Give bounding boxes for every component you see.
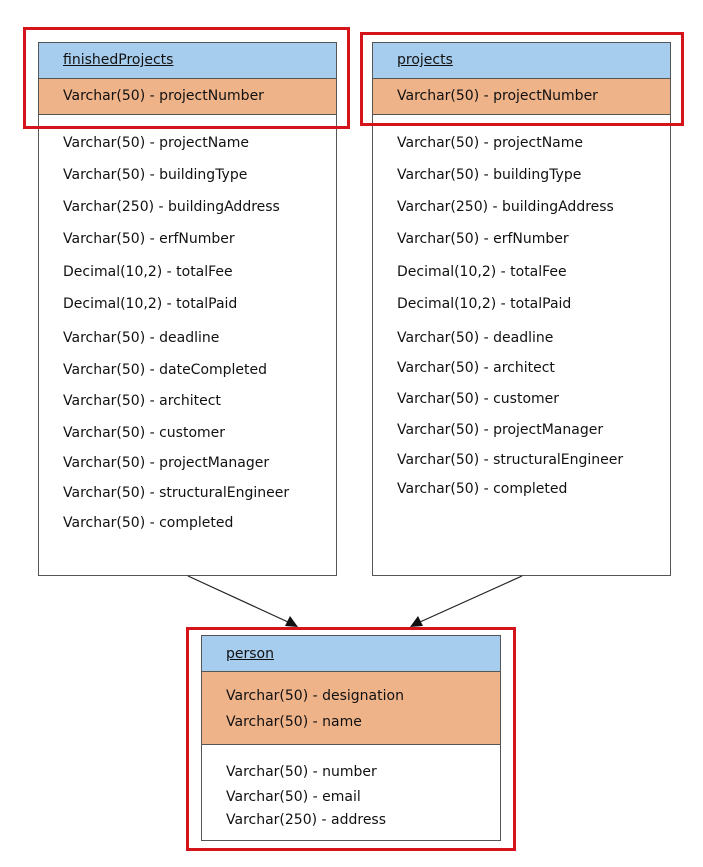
table-projects: projects Varchar(50) - projectNumber Var… xyxy=(372,42,671,576)
field-row: Varchar(50) - projectManager xyxy=(397,422,604,438)
field-row: Varchar(50) - structuralEngineer xyxy=(63,485,290,501)
field-row: Varchar(50) - projectName xyxy=(63,135,250,151)
arrow-line-projects-person xyxy=(419,575,523,623)
field-row: Varchar(250) - buildingAddress xyxy=(397,199,614,215)
table-finishedProjects: finishedProjects Varchar(50) - projectNu… xyxy=(38,42,337,576)
field-row: Varchar(50) - deadline xyxy=(63,330,220,346)
field-row: Varchar(50) - dateCompleted xyxy=(63,362,268,378)
field-row: Decimal(10,2) - totalFee xyxy=(397,264,567,280)
field-row: Varchar(50) - projectManager xyxy=(63,455,270,471)
key-section: Varchar(50) - projectNumber xyxy=(39,79,336,115)
field-row: Varchar(50) - email xyxy=(226,789,361,805)
field-row: Varchar(50) - customer xyxy=(397,391,560,407)
field-row: Varchar(50) - completed xyxy=(397,481,568,497)
table-header: projects xyxy=(373,43,670,79)
field-row: Decimal(10,2) - totalPaid xyxy=(397,296,572,312)
key-field: Varchar(50) - projectNumber xyxy=(397,88,598,104)
arrow-line-finishedProjects-person xyxy=(187,575,289,623)
key-section: Varchar(50) - designation Varchar(50) - … xyxy=(202,672,500,745)
field-row: Varchar(50) - erfNumber xyxy=(397,231,569,247)
table-title: finishedProjects xyxy=(63,52,174,68)
field-row: Varchar(50) - deadline xyxy=(397,330,554,346)
arrowhead-icon xyxy=(285,616,298,627)
key-field: Varchar(50) - projectNumber xyxy=(63,88,264,104)
field-row: Varchar(50) - buildingType xyxy=(63,167,248,183)
field-row: Varchar(50) - structuralEngineer xyxy=(397,452,624,468)
key-field: Varchar(50) - name xyxy=(226,714,362,730)
field-row: Varchar(50) - completed xyxy=(63,515,234,531)
field-row: Varchar(50) - buildingType xyxy=(397,167,582,183)
field-row: Decimal(10,2) - totalPaid xyxy=(63,296,238,312)
table-header: person xyxy=(202,636,500,672)
table-person: person Varchar(50) - designation Varchar… xyxy=(201,635,501,841)
field-row: Varchar(50) - number xyxy=(226,764,377,780)
field-row: Varchar(250) - address xyxy=(226,812,387,828)
key-field: Varchar(50) - designation xyxy=(226,688,404,704)
field-row: Varchar(50) - architect xyxy=(63,393,221,409)
arrowhead-icon xyxy=(410,616,423,627)
field-row: Varchar(250) - buildingAddress xyxy=(63,199,280,215)
field-row: Varchar(50) - erfNumber xyxy=(63,231,235,247)
field-row: Varchar(50) - architect xyxy=(397,360,555,376)
key-section: Varchar(50) - projectNumber xyxy=(373,79,670,115)
field-row: Varchar(50) - customer xyxy=(63,425,226,441)
field-row: Decimal(10,2) - totalFee xyxy=(63,264,233,280)
table-title: person xyxy=(226,646,274,662)
table-title: projects xyxy=(397,52,453,68)
field-row: Varchar(50) - projectName xyxy=(397,135,584,151)
table-header: finishedProjects xyxy=(39,43,336,79)
